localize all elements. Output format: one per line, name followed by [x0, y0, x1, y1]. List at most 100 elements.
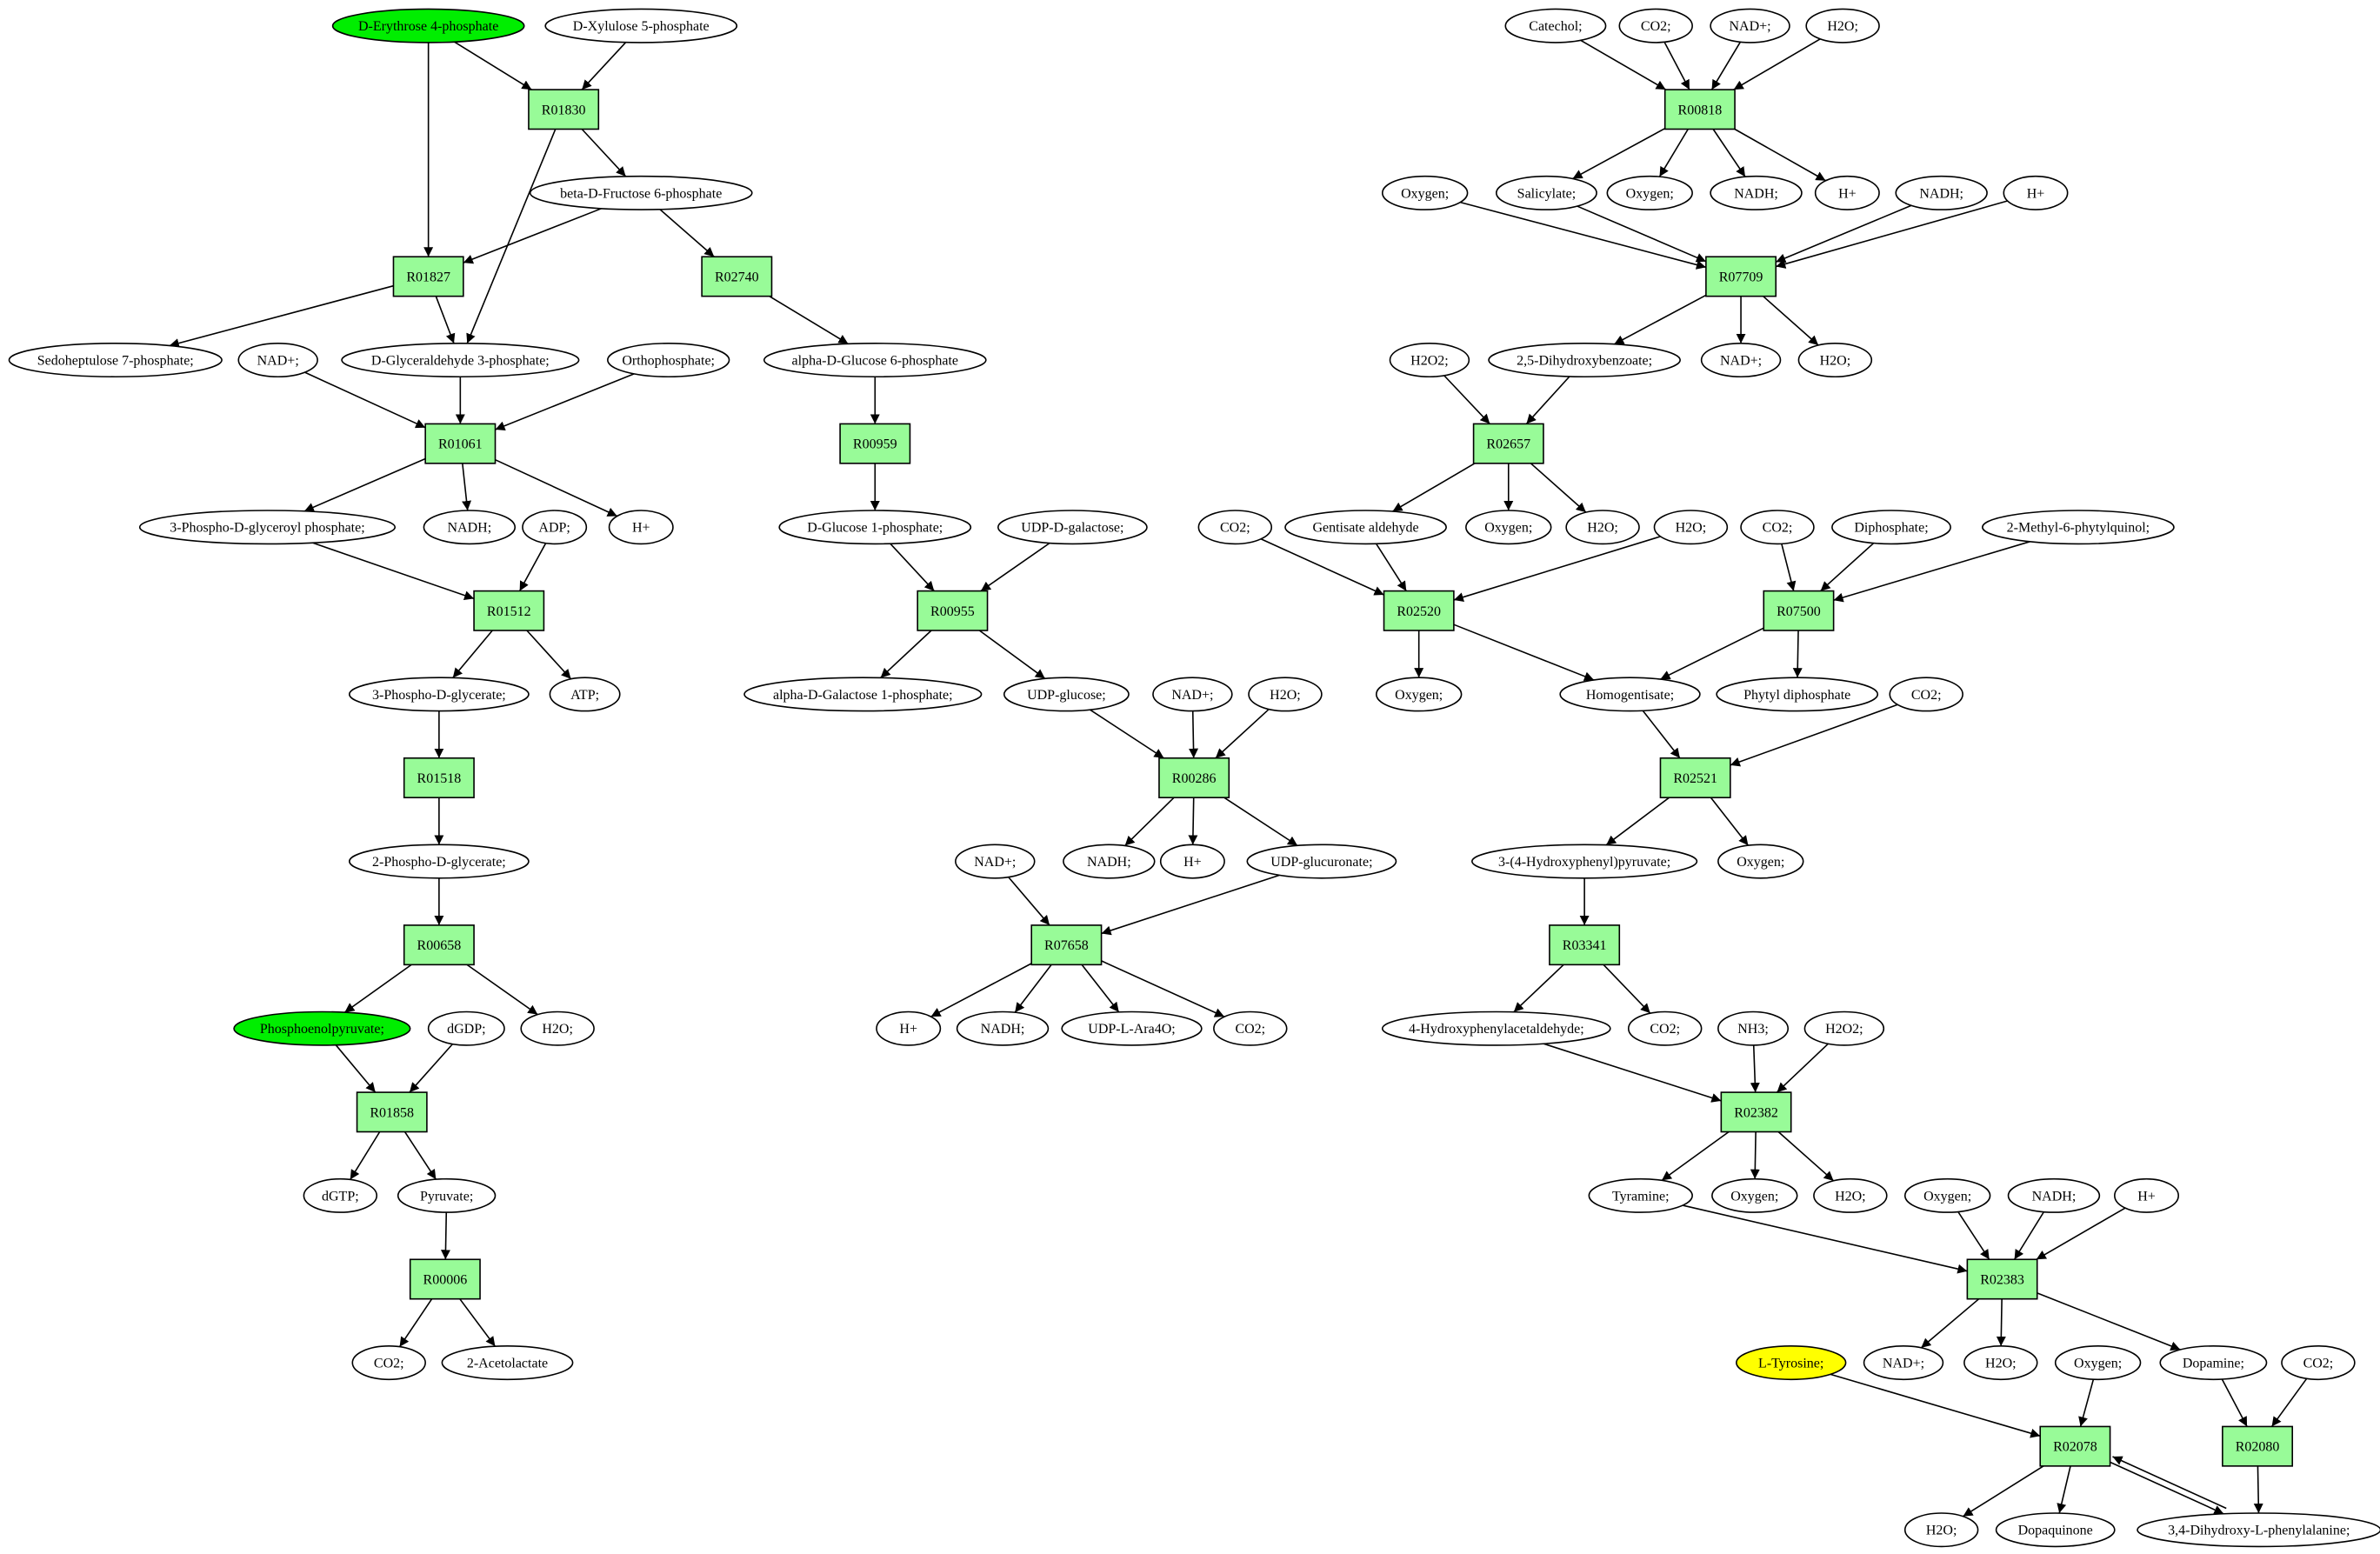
compound-node-pyr[interactable]: Pyruvate;	[397, 1177, 497, 1213]
compound-node-h3[interactable]: H+	[876, 1010, 942, 1046]
reaction-node-R01830[interactable]: R01830	[528, 89, 600, 130]
compound-node-ox3[interactable]: Oxygen;	[1465, 510, 1552, 545]
compound-node-h2o2[interactable]: H2O;	[1248, 677, 1323, 712]
compound-node-ox1[interactable]: Oxygen;	[1381, 175, 1469, 210]
reaction-node-R03341[interactable]: R03341	[1549, 924, 1621, 966]
compound-node-dgtp[interactable]: dGTP;	[303, 1177, 378, 1213]
compound-node-h2o1[interactable]: H2O;	[520, 1010, 595, 1046]
compound-node-h2o5[interactable]: H2O;	[1565, 510, 1640, 545]
compound-node-pep[interactable]: Phosphoenolpyruvate;	[233, 1010, 411, 1046]
compound-node-co2c[interactable]: CO2;	[1618, 8, 1693, 43]
compound-node-f6p[interactable]: beta-D-Fructose 6-phosphate	[529, 175, 753, 210]
compound-node-ox2[interactable]: Oxygen;	[1606, 175, 1693, 210]
compound-node-nad6[interactable]: NAD+;	[1863, 1345, 1944, 1381]
compound-node-co2e[interactable]: CO2;	[1740, 510, 1815, 545]
compound-node-co2d[interactable]: CO2;	[1197, 510, 1273, 545]
compound-node-nad1[interactable]: NAD+;	[237, 343, 318, 378]
compound-node-h2o8[interactable]: H2O;	[1963, 1345, 2038, 1381]
compound-node-nadh3[interactable]: NADH;	[956, 1010, 1050, 1046]
compound-node-co2a[interactable]: CO2;	[1213, 1010, 1288, 1046]
compound-node-e4p[interactable]: D-Erythrose 4-phosphate	[331, 8, 525, 43]
compound-node-ox5[interactable]: Oxygen;	[1717, 844, 1804, 879]
reaction-node-R00658[interactable]: R00658	[403, 924, 475, 966]
compound-node-sal[interactable]: Salicylate;	[1495, 175, 1597, 210]
compound-node-atp[interactable]: ATP;	[549, 677, 621, 712]
compound-node-co2b[interactable]: CO2;	[351, 1345, 426, 1381]
compound-node-x5p[interactable]: D-Xylulose 5-phosphate	[544, 8, 738, 43]
reaction-node-R02078[interactable]: R02078	[2039, 1425, 2111, 1467]
reaction-node-R00818[interactable]: R00818	[1663, 89, 1736, 130]
reaction-node-R01512[interactable]: R01512	[473, 590, 545, 631]
compound-node-udpara[interactable]: UDP-L-Ara4O;	[1061, 1010, 1203, 1046]
reaction-node-R02520[interactable]: R02520	[1383, 590, 1455, 631]
compound-node-pg3[interactable]: 3-Phospho-D-glycerate;	[349, 677, 530, 712]
compound-node-nadh1[interactable]: NADH;	[423, 510, 517, 545]
reaction-node-R00959[interactable]: R00959	[839, 423, 911, 464]
compound-node-co2g[interactable]: CO2;	[1627, 1010, 1703, 1046]
reaction-node-R02382[interactable]: R02382	[1720, 1091, 1792, 1133]
compound-node-adp[interactable]: ADP;	[522, 510, 588, 545]
compound-node-h2o9[interactable]: H2O;	[1903, 1512, 1979, 1548]
compound-node-gal1p[interactable]: alpha-D-Galactose 1-phosphate;	[743, 677, 983, 712]
compound-node-hpa[interactable]: 4-Hydroxyphenylacetaldehyde;	[1381, 1010, 1611, 1046]
reaction-node-R00006[interactable]: R00006	[409, 1258, 481, 1300]
reaction-node-R01858[interactable]: R01858	[356, 1091, 428, 1133]
compound-node-gald[interactable]: Gentisate aldehyde	[1284, 510, 1447, 545]
compound-node-nadh6[interactable]: NADH;	[2007, 1177, 2101, 1213]
compound-node-h2o2c[interactable]: H2O2;	[1803, 1010, 1885, 1046]
compound-node-nadh2[interactable]: NADH;	[1063, 844, 1156, 879]
reaction-node-R07500[interactable]: R07500	[1763, 590, 1835, 631]
reaction-node-R02080[interactable]: R02080	[2222, 1425, 2294, 1467]
compound-node-nad5[interactable]: NAD+;	[1700, 343, 1782, 378]
compound-node-ox8[interactable]: Oxygen;	[2054, 1345, 2142, 1381]
compound-node-phdp[interactable]: Phytyl diphosphate	[1716, 677, 1879, 712]
compound-node-h6[interactable]: H+	[2114, 1177, 2179, 1213]
reaction-node-R01518[interactable]: R01518	[403, 757, 475, 798]
reaction-node-R07709[interactable]: R07709	[1705, 256, 1777, 297]
compound-node-nad3[interactable]: NAD+;	[955, 844, 1036, 879]
compound-node-h2[interactable]: H+	[1159, 844, 1225, 879]
compound-node-tyr[interactable]: L-Tyrosine;	[1736, 1345, 1847, 1381]
compound-node-h5[interactable]: H+	[2003, 175, 2069, 210]
compound-node-co2h[interactable]: CO2;	[2281, 1345, 2356, 1381]
reaction-node-R02521[interactable]: R02521	[1659, 757, 1731, 798]
compound-node-mpq[interactable]: 2-Methyl-6-phytylquinol;	[1982, 510, 2175, 545]
compound-node-ldopa[interactable]: 3,4-Dihydroxy-L-phenylalanine;	[2137, 1512, 2380, 1548]
compound-node-dgdp[interactable]: dGDP;	[427, 1010, 505, 1046]
compound-node-g1p[interactable]: D-Glucose 1-phosphate;	[778, 510, 972, 545]
reaction-node-R02383[interactable]: R02383	[1966, 1258, 2038, 1300]
compound-node-nadh4[interactable]: NADH;	[1710, 175, 1803, 210]
compound-node-hga[interactable]: Homogentisate;	[1559, 677, 1701, 712]
reaction-node-R02740[interactable]: R02740	[701, 256, 773, 297]
compound-node-nh3[interactable]: NH3;	[1717, 1010, 1790, 1046]
compound-node-cat[interactable]: Catechol;	[1504, 8, 1607, 43]
compound-node-h2o7[interactable]: H2O;	[1813, 1177, 1888, 1213]
compound-node-dip[interactable]: Diphosphate;	[1831, 510, 1951, 545]
compound-node-pi1[interactable]: Orthophosphate;	[606, 343, 730, 378]
reaction-node-R01827[interactable]: R01827	[392, 256, 464, 297]
compound-node-nad4[interactable]: NAD+;	[1710, 8, 1790, 43]
compound-node-nadh5[interactable]: NADH;	[1895, 175, 1988, 210]
compound-node-udpgal[interactable]: UDP-D-galactose;	[997, 510, 1148, 545]
compound-node-dop[interactable]: Dopamine;	[2159, 1345, 2268, 1381]
compound-node-h1[interactable]: H+	[608, 510, 674, 545]
compound-node-h2o4[interactable]: H2O;	[1797, 343, 1873, 378]
compound-node-pg2[interactable]: 2-Phospho-D-glycerate;	[349, 844, 530, 879]
compound-node-tyra[interactable]: Tyramine;	[1588, 1177, 1693, 1213]
reaction-node-R00955[interactable]: R00955	[917, 590, 989, 631]
reaction-node-R01061[interactable]: R01061	[424, 423, 497, 464]
compound-node-dhb[interactable]: 2,5-Dihydroxybenzoate;	[1488, 343, 1681, 378]
compound-node-udpgla[interactable]: UDP-glucuronate;	[1246, 844, 1397, 879]
compound-node-ox6[interactable]: Oxygen;	[1711, 1177, 1798, 1213]
compound-node-s7p[interactable]: Sedoheptulose 7-phosphate;	[8, 343, 223, 378]
compound-node-ox4[interactable]: Oxygen;	[1375, 677, 1463, 712]
compound-node-hpp[interactable]: 3-(4-Hydroxyphenyl)pyruvate;	[1471, 844, 1698, 879]
compound-node-acl[interactable]: 2-Acetolactate	[441, 1345, 574, 1381]
reaction-node-R00286[interactable]: R00286	[1158, 757, 1230, 798]
compound-node-g3p[interactable]: D-Glyceraldehyde 3-phosphate;	[341, 343, 580, 378]
compound-node-ox7[interactable]: Oxygen;	[1903, 1177, 1991, 1213]
compound-node-h2o6[interactable]: H2O;	[1653, 510, 1729, 545]
compound-node-nad2[interactable]: NAD+;	[1152, 677, 1233, 712]
compound-node-dq[interactable]: Dopaquinone	[1995, 1512, 2116, 1548]
reaction-node-R02657[interactable]: R02657	[1472, 423, 1544, 464]
